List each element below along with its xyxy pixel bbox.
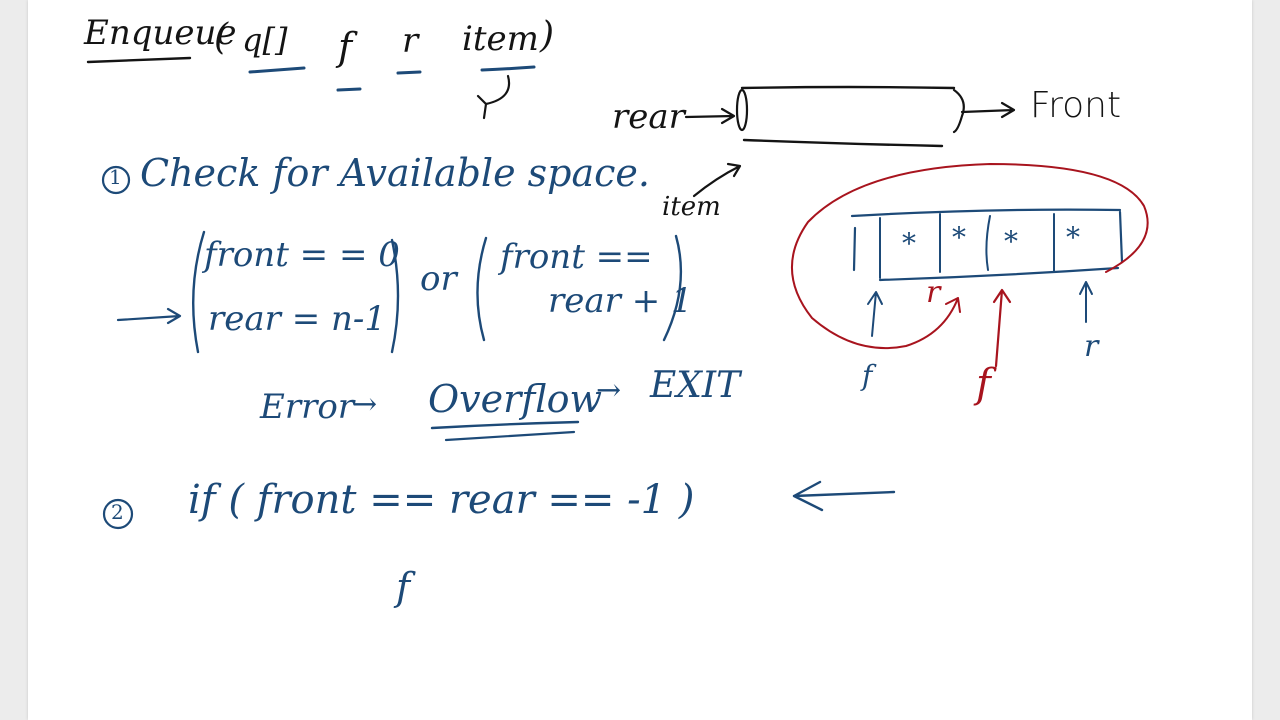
cell-star-4: *: [1066, 221, 1080, 254]
array-f-label: f: [862, 359, 873, 392]
rear-label: rear: [612, 97, 685, 137]
error-text: Error: [260, 387, 355, 427]
cell-star-3: *: [1004, 225, 1018, 258]
function-name: Enqueue: [84, 13, 237, 53]
whiteboard-page: [28, 0, 1252, 720]
cell-star-2: *: [952, 221, 966, 254]
cond-or: or: [420, 259, 457, 299]
cond-front-zero: front = = 0: [204, 235, 400, 275]
red-f-label: f: [976, 361, 991, 407]
front-label: Front: [1030, 85, 1122, 126]
step2-f-below: f: [396, 565, 411, 609]
cond-alt-rear: rear + 1: [548, 281, 693, 321]
arg-item: item: [462, 19, 539, 59]
step2-number: 2: [111, 500, 124, 524]
red-r-label: r: [926, 275, 941, 310]
cell-star-1: *: [902, 227, 916, 260]
arg-q: q[]: [242, 21, 288, 59]
arg-r: r: [402, 21, 419, 61]
arg-f: f: [338, 25, 353, 69]
step1-number: 1: [109, 165, 122, 189]
step2-condition: if ( front == rear == -1 ): [188, 477, 695, 523]
step1-title: Check for Available space.: [140, 151, 650, 195]
error-arrow: →: [352, 387, 378, 422]
cond-alt-front: front ==: [500, 237, 653, 277]
open-paren: (: [214, 17, 229, 58]
cond-rear-n-1: rear = n-1: [208, 299, 387, 339]
exit-arrow: →: [596, 373, 622, 408]
array-r-label: r: [1084, 329, 1099, 364]
close-paren: ): [540, 15, 555, 56]
exit-text: EXIT: [650, 365, 741, 406]
overflow-text: Overflow: [428, 377, 603, 421]
item-label: item: [662, 192, 721, 222]
